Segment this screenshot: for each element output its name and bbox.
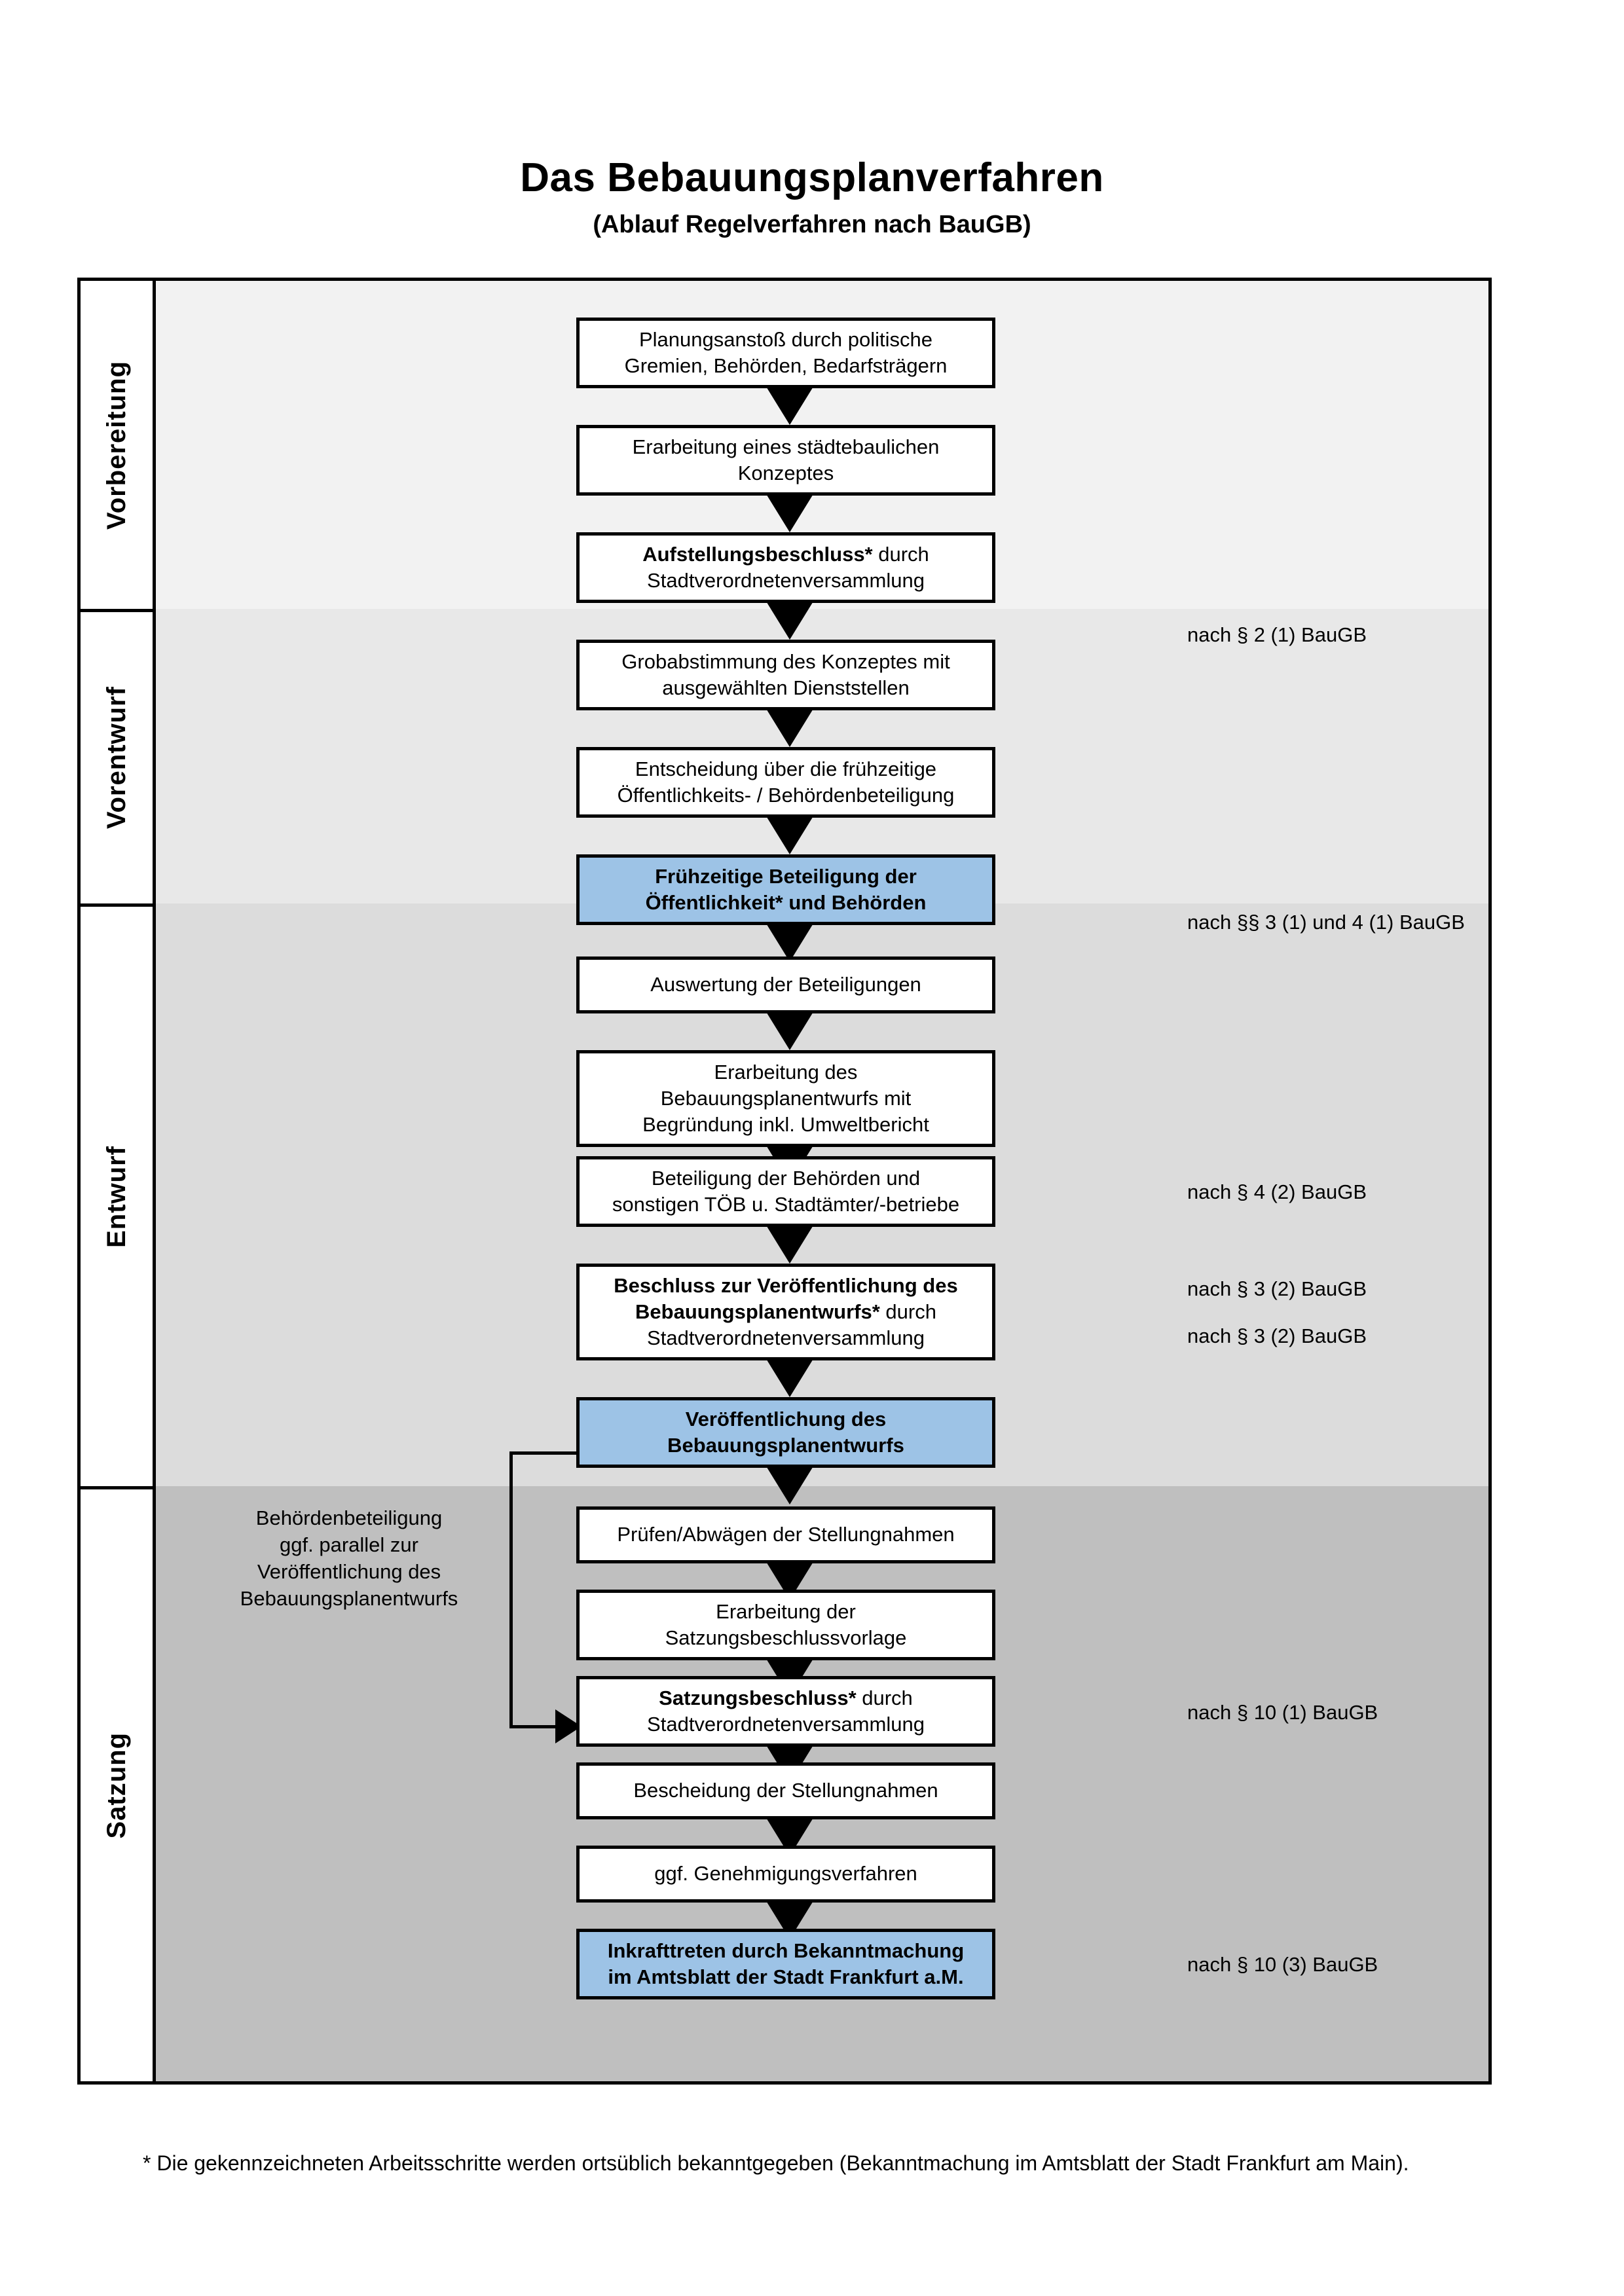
label-column-divider	[153, 281, 156, 2081]
node-line: Veröffentlichung des	[685, 1407, 887, 1430]
flow-node-erarbeitung-bebauungsplanentwurf[interactable]: Erarbeitung des Bebauungsplanentwurfs mi…	[576, 1050, 995, 1147]
flow-arrow-down-icon	[766, 922, 814, 962]
flow-arrow-down-icon	[766, 1011, 814, 1050]
flow-arrow-down-icon	[766, 386, 814, 425]
flow-arrow-down-icon	[766, 600, 814, 640]
page-title: Das Bebauungsplanverfahren	[520, 155, 1104, 200]
legal-reference: nach § 10 (1) BauGB	[1187, 1701, 1378, 1724]
node-line: Prüfen/Abwägen der Stellungnahmen	[617, 1523, 955, 1546]
bypass-connector-top	[509, 1451, 580, 1455]
legal-reference: nach § 3 (2) BauGB	[1187, 1277, 1367, 1300]
node-line: Stadtverordnetenversammlung	[647, 1713, 925, 1736]
flow-node-inkrafttreten[interactable]: Inkrafttreten durch Bekanntmachung im Am…	[576, 1929, 995, 1999]
node-line-bold: Beschluss zur Veröffentlichung des	[614, 1273, 958, 1297]
sidenote-line: Veröffentlichung des	[257, 1559, 441, 1583]
node-line-bold: Aufstellungsbeschluss*	[642, 542, 873, 566]
node-line: Erarbeitung des	[714, 1060, 858, 1084]
node-line: durch	[856, 1686, 913, 1709]
flow-arrow-down-icon	[766, 1358, 814, 1397]
node-line: Stadtverordnetenversammlung	[647, 1326, 925, 1350]
flow-arrow-down-icon	[766, 1224, 814, 1264]
node-line: Grobabstimmung des Konzeptes mit	[621, 649, 950, 673]
node-line: durch	[872, 542, 929, 566]
footnote: * Die gekennzeichneten Arbeitsschritte w…	[143, 2151, 1409, 2175]
section-label-text: Vorentwurf	[101, 686, 131, 829]
node-line: Stadtverordnetenversammlung	[647, 569, 925, 592]
sidenote-line: Behördenbeteiligung	[255, 1506, 443, 1529]
section-label-entwurf: Entwurf	[81, 903, 153, 1486]
node-line-bold: Inkrafttreten	[607, 1939, 726, 1962]
legal-reference: nach § 4 (2) BauGB	[1187, 1180, 1367, 1203]
node-line: Bebauungsplanentwurfs	[667, 1434, 904, 1457]
node-line: Entscheidung über die frühzeitige	[635, 757, 937, 780]
node-line: ausgewählten Dienststellen	[662, 676, 910, 699]
flow-node-fruehzeitige-beteiligung[interactable]: Frühzeitige Beteiligung der Öffentlichke…	[576, 854, 995, 925]
flow-node-genehmigungsverfahren[interactable]: ggf. Genehmigungsverfahren	[576, 1846, 995, 1903]
node-line: Frühzeitige Beteiligung der	[655, 864, 917, 888]
node-line: sonstigen TÖB u. Stadtämter/-betriebe	[612, 1193, 960, 1216]
node-line: Bescheidung der Stellungnahmen	[633, 1779, 938, 1802]
node-line: Öffentlichkeit* und Behörden	[645, 891, 927, 914]
flow-node-auswertung-beteiligungen[interactable]: Auswertung der Beteiligungen	[576, 957, 995, 1013]
section-label-text: Entwurf	[101, 1145, 131, 1248]
node-line: Erarbeitung der	[716, 1599, 856, 1623]
bypass-connector-vertical	[509, 1451, 513, 1728]
node-line: Öffentlichkeits- / Behördenbeteiligung	[617, 784, 955, 807]
section-label-text: Satzung	[101, 1732, 131, 1839]
node-line-bold: Satzungsbeschluss*	[659, 1686, 857, 1709]
node-line: Begründung inkl. Umweltbericht	[642, 1113, 929, 1137]
flow-arrow-down-icon	[766, 708, 814, 747]
flow-arrow-down-icon	[766, 815, 814, 854]
flow-node-planungsanstoss[interactable]: Planungsanstoß durch politische Gremien,…	[576, 318, 995, 388]
entwurf-sidenote: Behördenbeteiligung ggf. parallel zur Ve…	[198, 1505, 500, 1613]
flow-node-beteiligung-behoerden-toeb[interactable]: Beteiligung der Behörden und sonstigen T…	[576, 1156, 995, 1227]
section-label-text: Vorbereitung	[101, 360, 131, 530]
legal-reference: nach § 2 (1) BauGB	[1187, 623, 1367, 646]
section-label-satzung: Satzung	[81, 1486, 153, 2081]
flow-node-pruefen-abwaegen[interactable]: Prüfen/Abwägen der Stellungnahmen	[576, 1506, 995, 1563]
flow-arrow-down-icon	[766, 1465, 814, 1504]
node-line: Erarbeitung eines städtebaulichen	[632, 435, 940, 458]
flow-node-erarbeitung-satzungsbeschlussvorlage[interactable]: Erarbeitung der Satzungsbeschlussvorlage	[576, 1590, 995, 1660]
flow-node-staedtebauliches-konzept[interactable]: Erarbeitung eines städtebaulichen Konzep…	[576, 425, 995, 496]
section-label-vorentwurf: Vorentwurf	[81, 609, 153, 903]
legal-reference: nach § 10 (3) BauGB	[1187, 1953, 1378, 1976]
section-label-vorbereitung: Vorbereitung	[81, 281, 153, 609]
node-line: Bebauungsplanentwurfs mit	[660, 1086, 912, 1110]
flow-node-satzungsbeschluss[interactable]: Satzungsbeschluss* durch Stadtverordnete…	[576, 1676, 995, 1747]
node-line: durch Bekanntmachung	[726, 1939, 965, 1962]
flow-node-grobabstimmung[interactable]: Grobabstimmung des Konzeptes mit ausgewä…	[576, 640, 995, 710]
flow-node-veroeffentlichung-entwurf[interactable]: Veröffentlichung des Bebauungsplanentwur…	[576, 1397, 995, 1468]
sidenote-line: ggf. parallel zur	[280, 1533, 418, 1556]
sidenote-line: Bebauungsplanentwurfs	[240, 1586, 458, 1610]
node-line: Satzungsbeschlussvorlage	[665, 1626, 907, 1649]
bypass-connector-bottom	[509, 1725, 559, 1728]
node-line: Konzeptes	[737, 462, 834, 484]
node-line-bold: Bebauungsplanentwurfs*	[635, 1300, 880, 1323]
node-line: im Amtsblatt der Stadt Frankfurt a.M.	[608, 1965, 964, 1988]
legal-reference: nach § 3 (2) BauGB	[1187, 1324, 1367, 1347]
node-line: Planungsanstoß durch politische	[638, 327, 933, 351]
node-line: durch	[879, 1300, 936, 1323]
node-line: Auswertung der Beteiligungen	[650, 973, 921, 996]
flowchart-frame: Vorbereitung Vorentwurf Entwurf Satzung …	[77, 278, 1492, 2085]
flow-node-beschluss-veroeffentlichung[interactable]: Beschluss zur Veröffentlichung des Bebau…	[576, 1264, 995, 1360]
flow-node-aufstellungsbeschluss[interactable]: Aufstellungsbeschluss* durch Stadtverord…	[576, 532, 995, 603]
flow-arrow-down-icon	[766, 493, 814, 532]
legal-reference: nach §§ 3 (1) und 4 (1) BauGB	[1187, 911, 1465, 934]
flow-node-entscheidung-fruehzeitige[interactable]: Entscheidung über die frühzeitige Öffent…	[576, 747, 995, 818]
node-line: ggf. Genehmigungsverfahren	[654, 1862, 917, 1886]
flow-node-bescheidung-stellungnahmen[interactable]: Bescheidung der Stellungnahmen	[576, 1762, 995, 1819]
node-line: Beteiligung der Behörden und	[651, 1166, 921, 1190]
node-line: Gremien, Behörden, Bedarfsträgern	[624, 354, 948, 377]
page-subtitle: (Ablauf Regelverfahren nach BauGB)	[593, 211, 1031, 238]
